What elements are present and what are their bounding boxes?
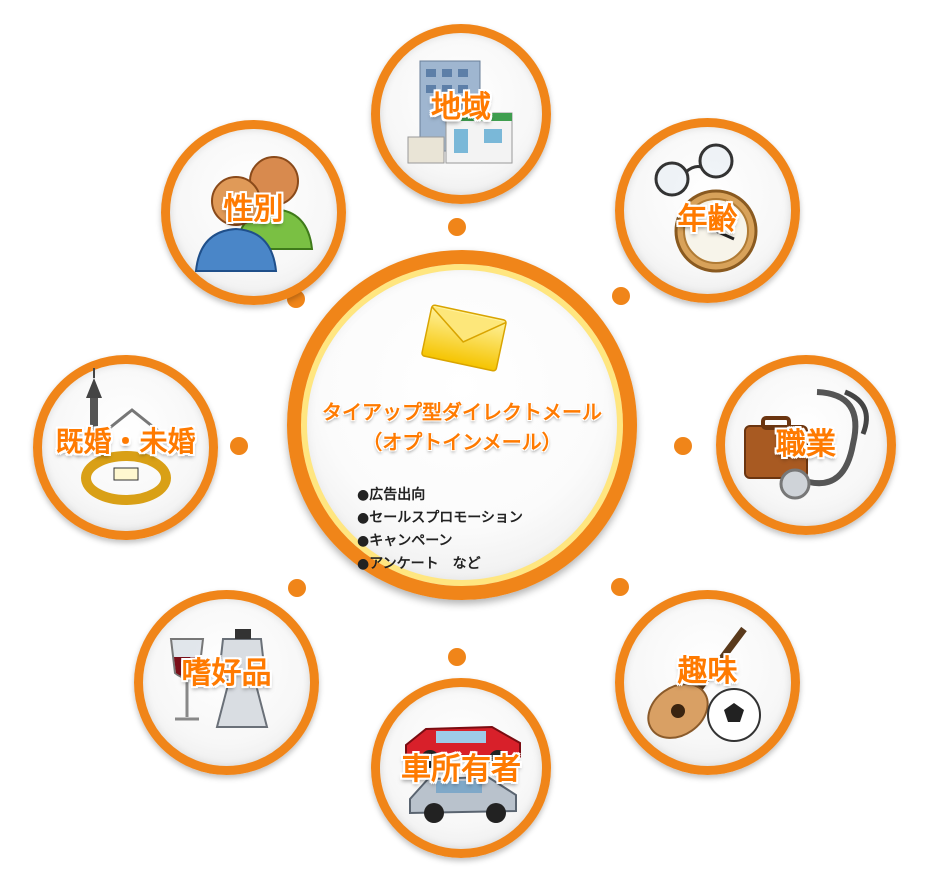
center-title-line1: タイアップ型ダイレクトメール xyxy=(322,400,602,424)
glasses-clock-icon xyxy=(654,143,758,273)
list-item: ●広告出向 xyxy=(357,487,426,503)
node-gender: 性別 xyxy=(161,120,346,305)
connector-dot xyxy=(611,578,629,596)
node-label: 趣味 xyxy=(677,654,738,689)
center-circle: タイアップ型ダイレクトメール （オプトインメール） ●広告出向 ●セールスプロモ… xyxy=(287,250,637,600)
node-car-owner: 車所有者 xyxy=(371,678,551,858)
center-bullet-list: ●広告出向 ●セールスプロモーション ●キャンペーン ●アンケート など xyxy=(357,484,523,576)
list-item: ●アンケート など xyxy=(357,556,481,572)
node-luxury-goods: 嗜好品 xyxy=(134,590,319,775)
node-label: 性別 xyxy=(223,192,284,227)
cars-icon xyxy=(405,725,521,823)
ring-church-icon xyxy=(81,368,171,505)
building-icon xyxy=(407,60,513,164)
connector-dot xyxy=(448,218,466,236)
briefcase-stethoscope-icon xyxy=(744,389,869,500)
node-occupation: 職業 xyxy=(716,355,896,535)
list-item: ●セールスプロモーション xyxy=(357,510,523,526)
wine-coffee-icon xyxy=(169,629,269,728)
node-marital-status: 既婚・未婚 xyxy=(33,355,218,540)
node-label: 車所有者 xyxy=(401,752,521,787)
connector-dot xyxy=(288,579,306,597)
people-icon xyxy=(194,156,314,272)
node-label: 嗜好品 xyxy=(181,656,272,691)
node-region: 地域 xyxy=(371,24,551,204)
envelope-icon xyxy=(421,304,507,372)
connector-dot xyxy=(612,287,630,305)
connector-dot xyxy=(448,648,466,666)
list-item: ●キャンペーン xyxy=(357,533,453,549)
center-title-line2: （オプトインメール） xyxy=(362,430,562,454)
node-label: 地域 xyxy=(431,90,491,125)
guitar-soccer-ball-icon xyxy=(647,626,761,742)
connector-dot xyxy=(674,437,692,455)
node-label: 既婚・未婚 xyxy=(55,425,196,458)
node-label: 年齢 xyxy=(677,202,738,237)
node-hobby: 趣味 xyxy=(615,590,800,775)
node-age: 年齢 xyxy=(615,118,800,303)
connector-dot xyxy=(230,437,248,455)
node-label: 職業 xyxy=(776,427,836,462)
